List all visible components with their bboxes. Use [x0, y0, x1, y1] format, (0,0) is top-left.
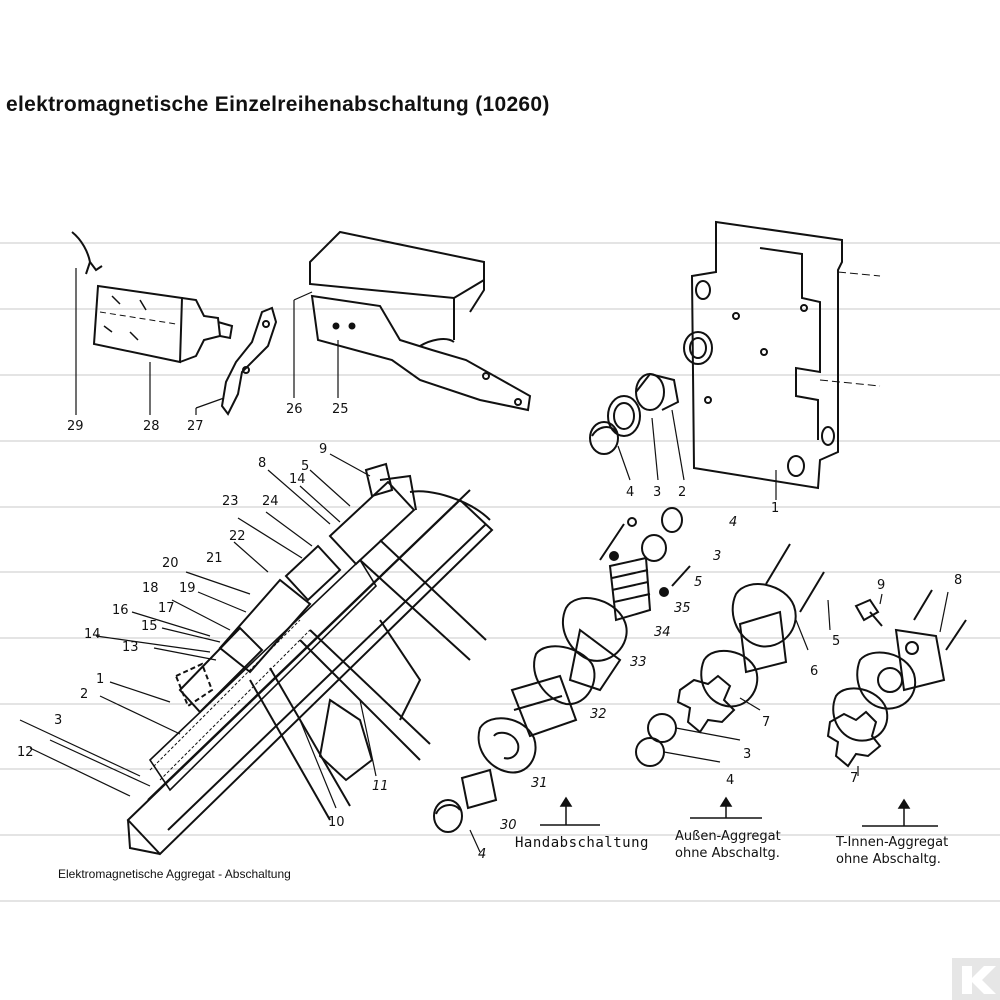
label-outer-7: 7	[762, 715, 770, 730]
parts-2-3-4-bushing-washer-ring	[589, 372, 685, 481]
label-8: 8	[258, 456, 266, 471]
label-18: 18	[142, 581, 159, 596]
caption-inner-line1: T-Innen-Aggregat	[836, 835, 949, 850]
label-2b: 2	[80, 687, 88, 702]
background-rule-lines	[0, 242, 1000, 902]
label-17: 17	[158, 601, 175, 616]
label-manual-33: 33	[630, 655, 647, 670]
label-10: 10	[328, 815, 345, 830]
labels-top-right: 4 3 2 1	[626, 485, 779, 516]
label-manual-31: 31	[531, 776, 548, 791]
caption-arrows	[540, 796, 938, 827]
caption-outer-line1: Außen-Aggregat	[675, 829, 781, 844]
label-22: 22	[229, 529, 246, 544]
label-4: 4	[626, 485, 634, 500]
page-title: elektromagnetische Einzelreihenabschaltu…	[6, 93, 550, 116]
label-25: 25	[332, 402, 349, 417]
part-29-cable	[71, 231, 103, 415]
label-16: 16	[112, 603, 129, 618]
label-inner-9: 9	[877, 578, 885, 593]
label-13: 13	[122, 640, 139, 655]
label-3: 3	[653, 485, 661, 500]
labels-outer-assembly: 5 6 7 3 4	[726, 634, 840, 788]
label-manual-30: 30	[500, 818, 517, 833]
label-14: 14	[289, 472, 306, 487]
label-29: 29	[67, 419, 84, 434]
main-electromagnetic-assembly	[19, 453, 494, 856]
label-manual-3: 3	[713, 549, 721, 564]
part-26-hood	[293, 230, 485, 398]
labels-manual-assembly: 4 3 5 35 34 33 32 31 30 4	[478, 515, 737, 862]
label-outer-3: 3	[743, 747, 751, 762]
manual-shutoff-assembly	[433, 507, 691, 853]
label-2: 2	[678, 485, 686, 500]
label-15: 15	[141, 619, 158, 634]
part-27-lever	[195, 306, 278, 416]
label-1b: 1	[96, 672, 104, 687]
label-9: 9	[319, 442, 327, 457]
label-manual-5: 5	[694, 575, 702, 590]
outer-unit-assembly	[635, 543, 831, 767]
labels-inner-assembly: 9 8 7	[850, 573, 962, 786]
label-12: 12	[17, 745, 34, 760]
label-inner-7: 7	[850, 771, 858, 786]
labels-main-assembly: 9 8 14 5 23 24 22 21 20 19 18 17 16 15 1…	[17, 442, 389, 830]
label-19: 19	[179, 581, 196, 596]
label-outer-4: 4	[726, 773, 734, 788]
label-20: 20	[162, 556, 179, 571]
label-21: 21	[206, 551, 223, 566]
label-inner-8: 8	[954, 573, 962, 588]
label-5: 5	[301, 459, 309, 474]
part-25-bracket	[310, 294, 532, 412]
company-logo-icon	[952, 958, 1000, 1000]
caption-electromagnetic: Elektromagnetische Aggregat - Abschaltun…	[58, 867, 291, 881]
label-manual-34: 34	[654, 625, 671, 640]
label-27: 27	[187, 419, 204, 434]
label-1: 1	[771, 501, 779, 516]
label-manual-32: 32	[590, 707, 607, 722]
caption-inner-line2: ohne Abschaltg.	[836, 852, 941, 867]
labels-top-left: 29 28 27 26 25	[67, 402, 349, 434]
inner-unit-assembly	[826, 589, 967, 776]
label-23: 23	[222, 494, 239, 509]
label-24: 24	[262, 494, 279, 509]
label-26: 26	[286, 402, 303, 417]
part-28-solenoid	[92, 284, 234, 415]
label-outer-5: 5	[832, 634, 840, 649]
label-11: 11	[372, 779, 389, 794]
label-manual-4b: 4	[478, 847, 486, 862]
label-28: 28	[143, 419, 160, 434]
label-manual-35: 35	[674, 601, 691, 616]
part-1-frame-plate	[683, 220, 881, 500]
label-3b: 3	[54, 713, 62, 728]
label-manual-4: 4	[729, 515, 737, 530]
label-outer-6: 6	[810, 664, 818, 679]
caption-manual: Handabschaltung	[515, 835, 649, 851]
label-14b: 14	[84, 627, 101, 642]
caption-outer-line2: ohne Abschaltg.	[675, 846, 780, 861]
